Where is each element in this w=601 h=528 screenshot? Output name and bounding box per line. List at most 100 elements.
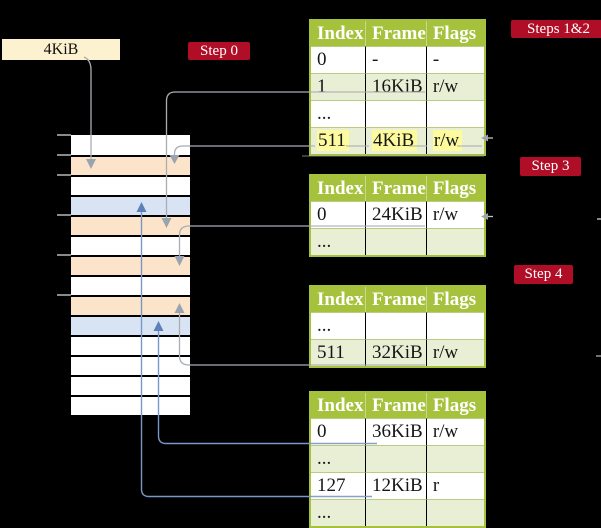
memory-frame-row-11 [71,355,190,375]
badge-steps-1-2: Steps 1&2 [511,20,601,38]
pt-header-cell-flags: Flags [426,393,484,418]
connector-t3r511-to-frame [178,312,311,366]
pt-row-0: 0-- [311,46,484,73]
memory-frame-row-8 [71,295,190,315]
pt-cell: 1 [311,73,366,100]
memory-tick-5 [57,294,71,296]
pt-header-cell-index: Index [311,176,366,201]
pt-cell: 511 [311,127,366,154]
memory-tick-1 [57,154,71,156]
pt-cell: ... [311,499,366,526]
pt-cell [366,312,427,339]
pt-cell: - [366,46,427,73]
pt-cell: 36KiB [366,418,427,445]
pt-header-cell-index: Index [311,21,366,46]
pt-cell: 12KiB [366,472,427,499]
pt-cell: 0 [311,201,366,228]
pt-header-cell-frame: Frame [366,176,427,201]
pt-header-cell-flags: Flags [426,21,484,46]
memory-frame-row-2 [71,175,190,195]
pt-row-1: ... [311,228,484,255]
memory-frame-row-10 [71,335,190,355]
pt-cell: 511 [311,339,366,366]
pt-row-3: 511 4KiB r/w [311,127,484,154]
pt-row-0: ... [311,312,484,339]
memory-frame-row-13 [71,395,190,415]
pt-cell: 16KiB [366,73,427,100]
pt-cell [426,100,484,127]
pt-row-2: ... [311,100,484,127]
highlighted-value: r/w [432,130,463,151]
pt-cell: 0 [311,46,366,73]
pt-cell: - [426,46,484,73]
pt-header-cell-flags: Flags [426,287,484,312]
memory-frame-row-7 [71,275,190,295]
pt-cell [366,499,427,526]
pt-cell: 127 [311,472,366,499]
pt-cell: 4KiB [366,127,427,154]
pt-row-3: ... [311,499,484,526]
pt-cell: r/w [426,73,484,100]
badge-step-3: Step 3 [520,157,581,176]
pt-cell: ... [311,100,366,127]
highlighted-value: 4KiB [372,130,418,151]
pt-cell: r [426,472,484,499]
memory-tick-3 [57,214,71,216]
connector-t1r511-to-frame [173,145,311,156]
memory-frame-row-0 [71,135,190,155]
pt-cell: ... [311,312,366,339]
memory-frame-row-12 [71,375,190,395]
pt-cell: 24KiB [366,201,427,228]
pt-cell [366,228,427,255]
memory-tick-2 [57,174,71,176]
memory-frame-row-5 [71,235,190,255]
pt-cell [426,228,484,255]
pt-cell: r/w [426,201,484,228]
pt-cell [426,312,484,339]
memory-tick-0 [57,134,71,136]
pt-header-cell-index: Index [311,287,366,312]
badge-step-0: Step 0 [188,42,250,60]
memory-frame-row-4 [71,215,190,235]
pt-row-1: ... [311,445,484,472]
pt-cell: r/w [426,339,484,366]
pt-cell: ... [311,445,366,472]
memory-frame-row-6 [71,255,190,275]
pt-cell: r/w [426,127,484,154]
physical-memory-stack [71,135,190,415]
pt-header-cell-frame: Frame [366,21,427,46]
pt-cell: 0 [311,418,366,445]
pt-cell [366,445,427,472]
pt-cell: r/w [426,418,484,445]
pt-header-cell-frame: Frame [366,393,427,418]
pt-cell: 32KiB [366,339,427,366]
connector-t2r0-to-frame [178,225,311,257]
pt-cell: ... [311,228,366,255]
pt-header-cell-frame: Frame [366,287,427,312]
pt-cell [426,499,484,526]
frame-4kib-label-box: 4KiB [2,39,120,60]
pt-header-cell-flags: Flags [426,176,484,201]
pt-header-cell-index: Index [311,393,366,418]
highlighted-value: 511 [317,130,349,151]
pt-cell [366,100,427,127]
badge-step-4: Step 4 [514,265,573,284]
memory-tick-4 [57,254,71,256]
memory-frame-row-9 [71,315,190,335]
memory-frame-row-3 [71,195,190,215]
pt-cell [426,445,484,472]
